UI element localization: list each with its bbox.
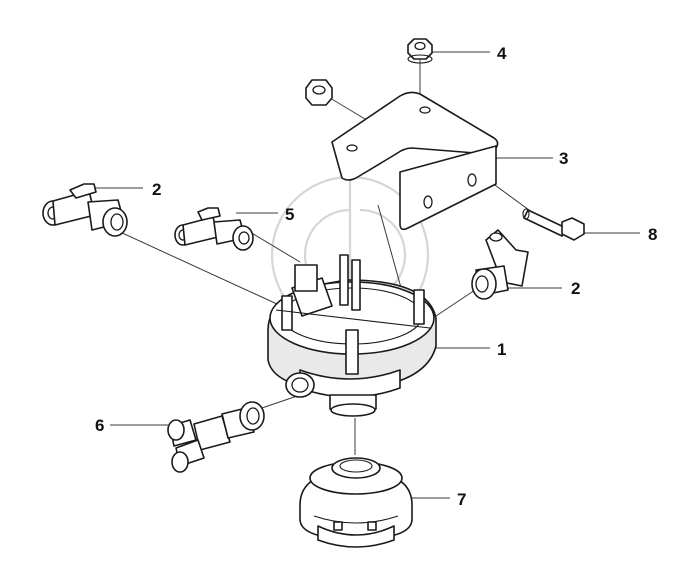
flange-nut-part	[407, 38, 433, 64]
bolt-part	[522, 208, 585, 241]
relay-valve-body-part	[267, 254, 437, 417]
callout-7: 7	[457, 490, 466, 509]
silencer-part	[299, 457, 413, 548]
elbow-fitting-left-part	[42, 183, 128, 237]
callout-1: 1	[497, 340, 506, 359]
callout-labels: 4 3 8 2 5 2 1 6 7	[95, 44, 657, 509]
callout-6: 6	[95, 416, 104, 435]
tee-fitting-part	[167, 401, 265, 473]
callout-2-left: 2	[152, 180, 161, 199]
callout-3: 3	[559, 149, 568, 168]
mounting-bracket-part	[331, 91, 499, 231]
callout-8: 8	[648, 225, 657, 244]
callout-4: 4	[497, 44, 507, 63]
callout-5: 5	[285, 205, 294, 224]
flange-nut-left-part	[305, 79, 333, 106]
callout-2-right: 2	[571, 279, 580, 298]
elbow-fitting-right-part	[471, 229, 529, 300]
leader-lines	[90, 51, 640, 499]
elbow-fitting-5-part	[174, 207, 254, 251]
